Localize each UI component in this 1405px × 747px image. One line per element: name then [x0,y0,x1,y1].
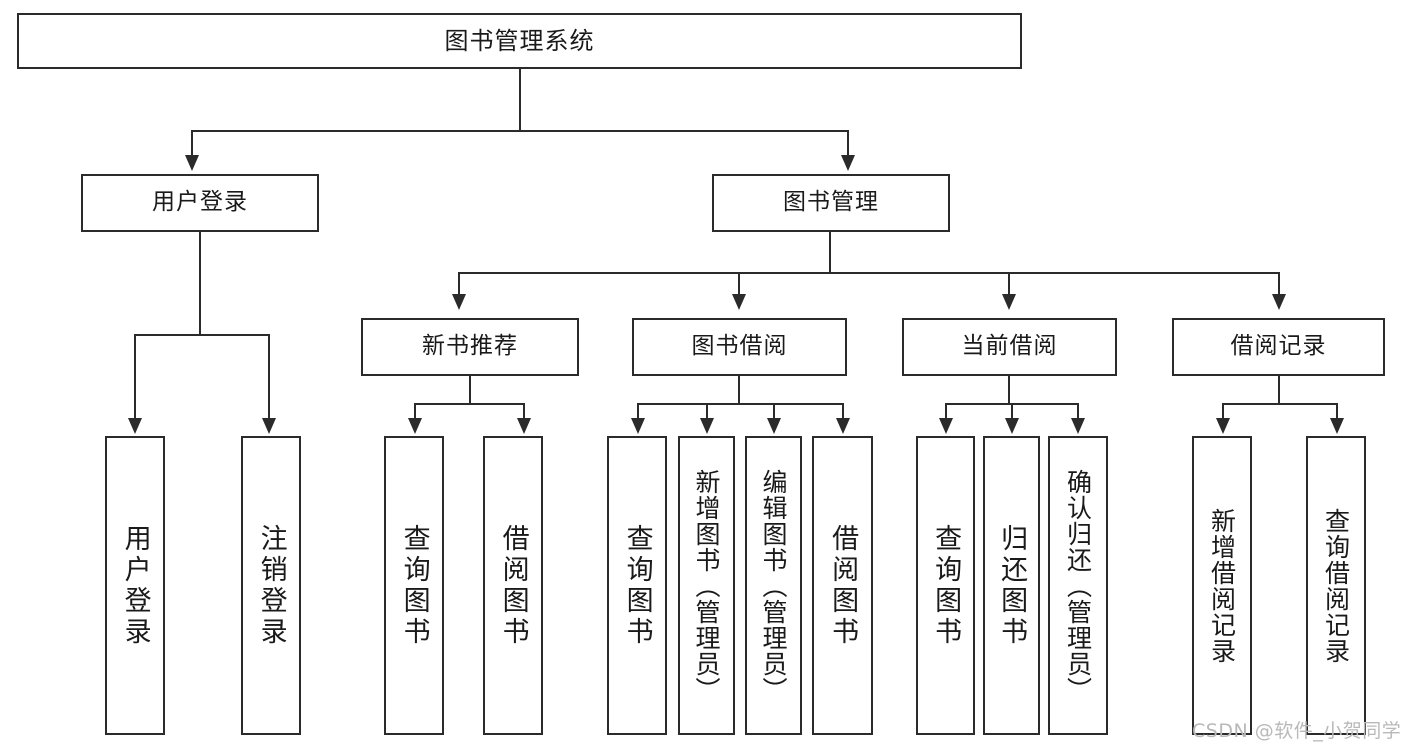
connector-to-user-login [191,130,193,158]
connector-user-login-bar [134,334,270,336]
connector-current-borrow-drop-1 [945,403,947,420]
connector-borrow-record-stem [1278,376,1280,404]
connector-to-new-book [458,272,460,296]
connector-book-borrow-drop-1 [637,403,639,420]
node-root-system[interactable]: 图书管理系统 [17,13,1022,69]
connector-new-book-bar [414,403,525,405]
connector-borrow-record-bar [1222,403,1337,405]
connector-user-login-right-drop [268,334,270,420]
arrow-current-borrow-leaf-1 [939,418,953,434]
arrow-to-borrow-record [1272,294,1286,310]
arrow-book-borrow-leaf-3 [767,418,781,434]
connector-new-book-drop-2 [523,403,525,420]
arrow-to-current-borrow [1002,294,1016,310]
connector-current-borrow-stem [1008,376,1010,404]
leaf-query-book-recommend[interactable]: 查询图书 [384,436,444,735]
connector-to-book-manage [847,130,849,158]
arrow-book-borrow-leaf-1 [631,418,645,434]
arrow-to-user-login-leaf [128,418,142,434]
leaf-user-login[interactable]: 用户登录 [105,436,165,735]
connector-user-login-stem [199,232,201,335]
connector-book-borrow-drop-4 [842,403,844,420]
leaf-confirm-return-admin[interactable]: 确认归还（管理员） [1048,436,1108,735]
arrow-to-book-manage [841,155,855,171]
leaf-query-borrow-record[interactable]: 查询借阅记录 [1306,436,1366,735]
arrow-book-borrow-leaf-2 [700,418,714,434]
arrow-to-book-borrow [732,294,746,310]
connector-to-current-borrow [1008,272,1010,296]
node-book-borrow[interactable]: 图书借阅 [632,318,847,376]
connector-new-book-stem [469,376,471,404]
arrow-to-logout-leaf [262,418,276,434]
node-new-book-recommend[interactable]: 新书推荐 [361,318,579,376]
connector-current-borrow-drop-2 [1011,403,1013,420]
connector-current-borrow-drop-3 [1077,403,1079,420]
leaf-add-borrow-record[interactable]: 新增借阅记录 [1192,436,1252,735]
connector-to-borrow-record [1278,272,1280,296]
leaf-logout[interactable]: 注销登录 [241,436,301,735]
connector-book-manage-stem [829,232,831,274]
connector-root-bar [191,130,849,132]
node-borrow-record[interactable]: 借阅记录 [1172,318,1385,376]
leaf-query-book-current[interactable]: 查询图书 [916,436,975,735]
connector-book-borrow-bar [637,403,843,405]
arrow-to-new-book [452,294,466,310]
connector-to-book-borrow [738,272,740,296]
arrow-borrow-record-leaf-1 [1216,418,1230,434]
arrow-to-user-login [185,155,199,171]
node-user-login[interactable]: 用户登录 [81,174,319,232]
leaf-edit-book-admin[interactable]: 编辑图书（管理员） [745,436,802,735]
connector-new-book-drop-1 [414,403,416,420]
arrow-borrow-record-leaf-2 [1330,418,1344,434]
arrow-new-book-leaf-1 [408,418,422,434]
arrow-new-book-leaf-2 [517,418,531,434]
connector-user-login-left-drop [134,334,136,420]
csdn-watermark: CSDN @软件_小贺同学 [1192,720,1402,742]
node-book-manage[interactable]: 图书管理 [712,174,950,232]
node-current-borrow[interactable]: 当前借阅 [902,318,1117,376]
connector-book-borrow-drop-2 [706,403,708,420]
leaf-return-book[interactable]: 归还图书 [983,436,1040,735]
leaf-query-book-borrow[interactable]: 查询图书 [607,436,667,735]
leaf-borrow-book-recommend[interactable]: 借阅图书 [483,436,543,735]
leaf-add-book-admin[interactable]: 新增图书（管理员） [678,436,735,735]
connector-book-manage-bar [458,272,1280,274]
connector-book-borrow-drop-3 [773,403,775,420]
connector-book-borrow-stem [738,376,740,404]
connector-borrow-record-drop-2 [1336,403,1338,420]
arrow-current-borrow-leaf-2 [1005,418,1019,434]
connector-borrow-record-drop-1 [1222,403,1224,420]
leaf-borrow-book[interactable]: 借阅图书 [812,436,873,735]
arrow-book-borrow-leaf-4 [836,418,850,434]
arrow-current-borrow-leaf-3 [1071,418,1085,434]
connector-root-stem [519,69,521,131]
